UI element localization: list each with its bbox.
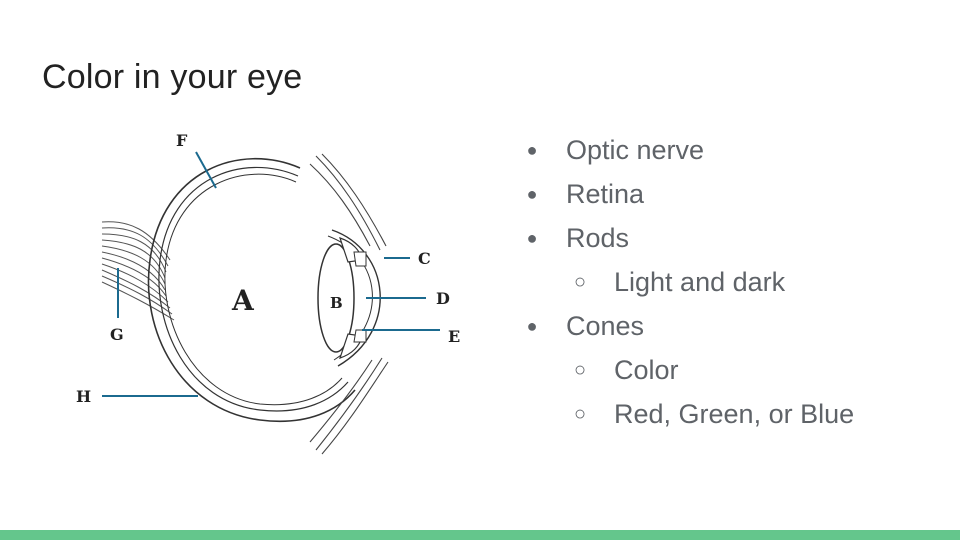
slide-title: Color in your eye xyxy=(42,58,303,96)
label-f: F xyxy=(176,131,188,150)
sub-bullet-item: ○ Red, Green, or Blue xyxy=(520,392,940,436)
sub-bullet-text: Color xyxy=(614,355,679,385)
bullet-circle-icon: ○ xyxy=(573,271,587,293)
bullet-dot-icon: ● xyxy=(526,316,538,336)
label-g: G xyxy=(110,325,124,344)
sub-bullet-text: Red, Green, or Blue xyxy=(614,399,855,429)
label-a: A xyxy=(231,284,255,317)
pointer-lines xyxy=(102,151,440,397)
bullet-item: ● Optic nerve xyxy=(520,128,940,172)
bullet-circle-icon: ○ xyxy=(573,359,587,381)
bullet-item: ● Cones xyxy=(520,304,940,348)
bullet-dot-icon: ● xyxy=(526,184,538,204)
optic-nerve-fibers xyxy=(101,221,175,321)
label-b: B xyxy=(330,294,343,312)
label-d: D xyxy=(436,289,450,308)
label-e: E xyxy=(448,327,460,346)
sub-bullet-text: Light and dark xyxy=(614,267,786,297)
lens-shape xyxy=(317,243,355,353)
bullet-dot-icon: ● xyxy=(526,140,538,160)
bullet-text: Rods xyxy=(566,223,630,253)
sclera-outline xyxy=(147,157,356,422)
bullet-item: ● Retina xyxy=(520,172,940,216)
eyelid-lines xyxy=(309,153,389,455)
bullet-text: Optic nerve xyxy=(566,135,705,165)
label-h: H xyxy=(76,387,91,406)
bullet-text: Cones xyxy=(566,311,645,341)
bullet-text: Retina xyxy=(566,179,645,209)
bullet-circle-icon: ○ xyxy=(573,403,587,425)
sub-bullet-item: ○ Color xyxy=(520,348,940,392)
bullet-list: ● Optic nerve ● Retina ● Rods ○ Light an… xyxy=(520,128,940,436)
sub-bullet-item: ○ Light and dark xyxy=(520,260,940,304)
label-c: C xyxy=(418,249,431,268)
bullet-dot-icon: ● xyxy=(526,228,538,248)
cornea-outline xyxy=(331,229,381,367)
footer-accent-bar xyxy=(0,530,960,540)
eye-diagram: A B C D E F G H xyxy=(76,131,460,455)
bullet-item: ● Rods xyxy=(520,216,940,260)
